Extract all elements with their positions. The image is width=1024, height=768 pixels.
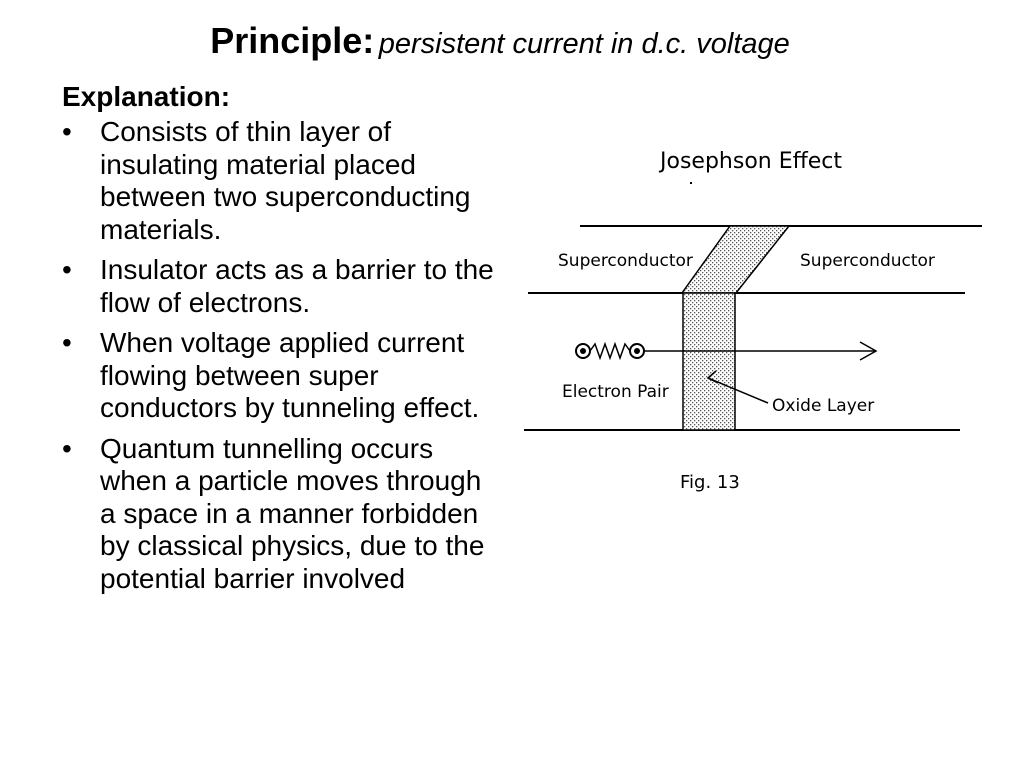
bullet-dot-icon: • <box>62 116 72 147</box>
oxide-layer-slant <box>680 225 791 294</box>
explanation-heading: Explanation: <box>62 81 231 112</box>
bullet-text: Consists of thin layer of insulating mat… <box>100 116 471 245</box>
electron-right-core <box>634 348 640 354</box>
title-subtitle: persistent current in d.c. voltage <box>378 28 790 60</box>
title-main: Principle: <box>210 20 375 61</box>
oxide-pointer-head-icon <box>706 370 719 384</box>
label-superconductor-left: Superconductor <box>558 251 693 271</box>
bullet-text: Quantum tunnelling occurs when a particl… <box>100 432 485 594</box>
electron-left-core <box>580 348 586 354</box>
label-superconductor-right: Superconductor <box>800 251 935 271</box>
bullet-dot-icon: • <box>62 327 72 358</box>
bullet-item: • Consists of thin layer of insulating m… <box>62 116 502 246</box>
spring-icon <box>589 341 631 361</box>
figure-title: Josephson Effect <box>658 149 842 174</box>
josephson-figure: Josephson Effect Superconductor Supercon… <box>520 130 990 510</box>
bullet-dot-icon: • <box>62 432 72 464</box>
stray-dot <box>690 182 692 184</box>
arrow-head-icon <box>859 341 878 361</box>
figure-caption: Fig. 13 <box>680 472 740 493</box>
bullet-dot-icon: • <box>62 254 72 285</box>
explanation-block: Explanation: • Consists of thin layer of… <box>62 80 502 603</box>
bullet-text: When voltage applied current flowing bet… <box>100 327 480 423</box>
josephson-diagram: Josephson Effect Superconductor Supercon… <box>524 149 982 493</box>
bullet-list: • Consists of thin layer of insulating m… <box>62 116 502 595</box>
slide-title: Principle: persistent current in d.c. vo… <box>0 20 1000 62</box>
oxide-layer-vertical <box>682 292 736 431</box>
bullet-item: • When voltage applied current flowing b… <box>62 327 502 425</box>
bullet-item: • Quantum tunnelling occurs when a parti… <box>62 433 502 596</box>
bullet-item: • Insulator acts as a barrier to the flo… <box>62 254 502 319</box>
bullet-text: Insulator acts as a barrier to the flow … <box>100 254 494 318</box>
label-electron-pair: Electron Pair <box>562 382 669 402</box>
label-oxide-layer: Oxide Layer <box>772 396 874 416</box>
